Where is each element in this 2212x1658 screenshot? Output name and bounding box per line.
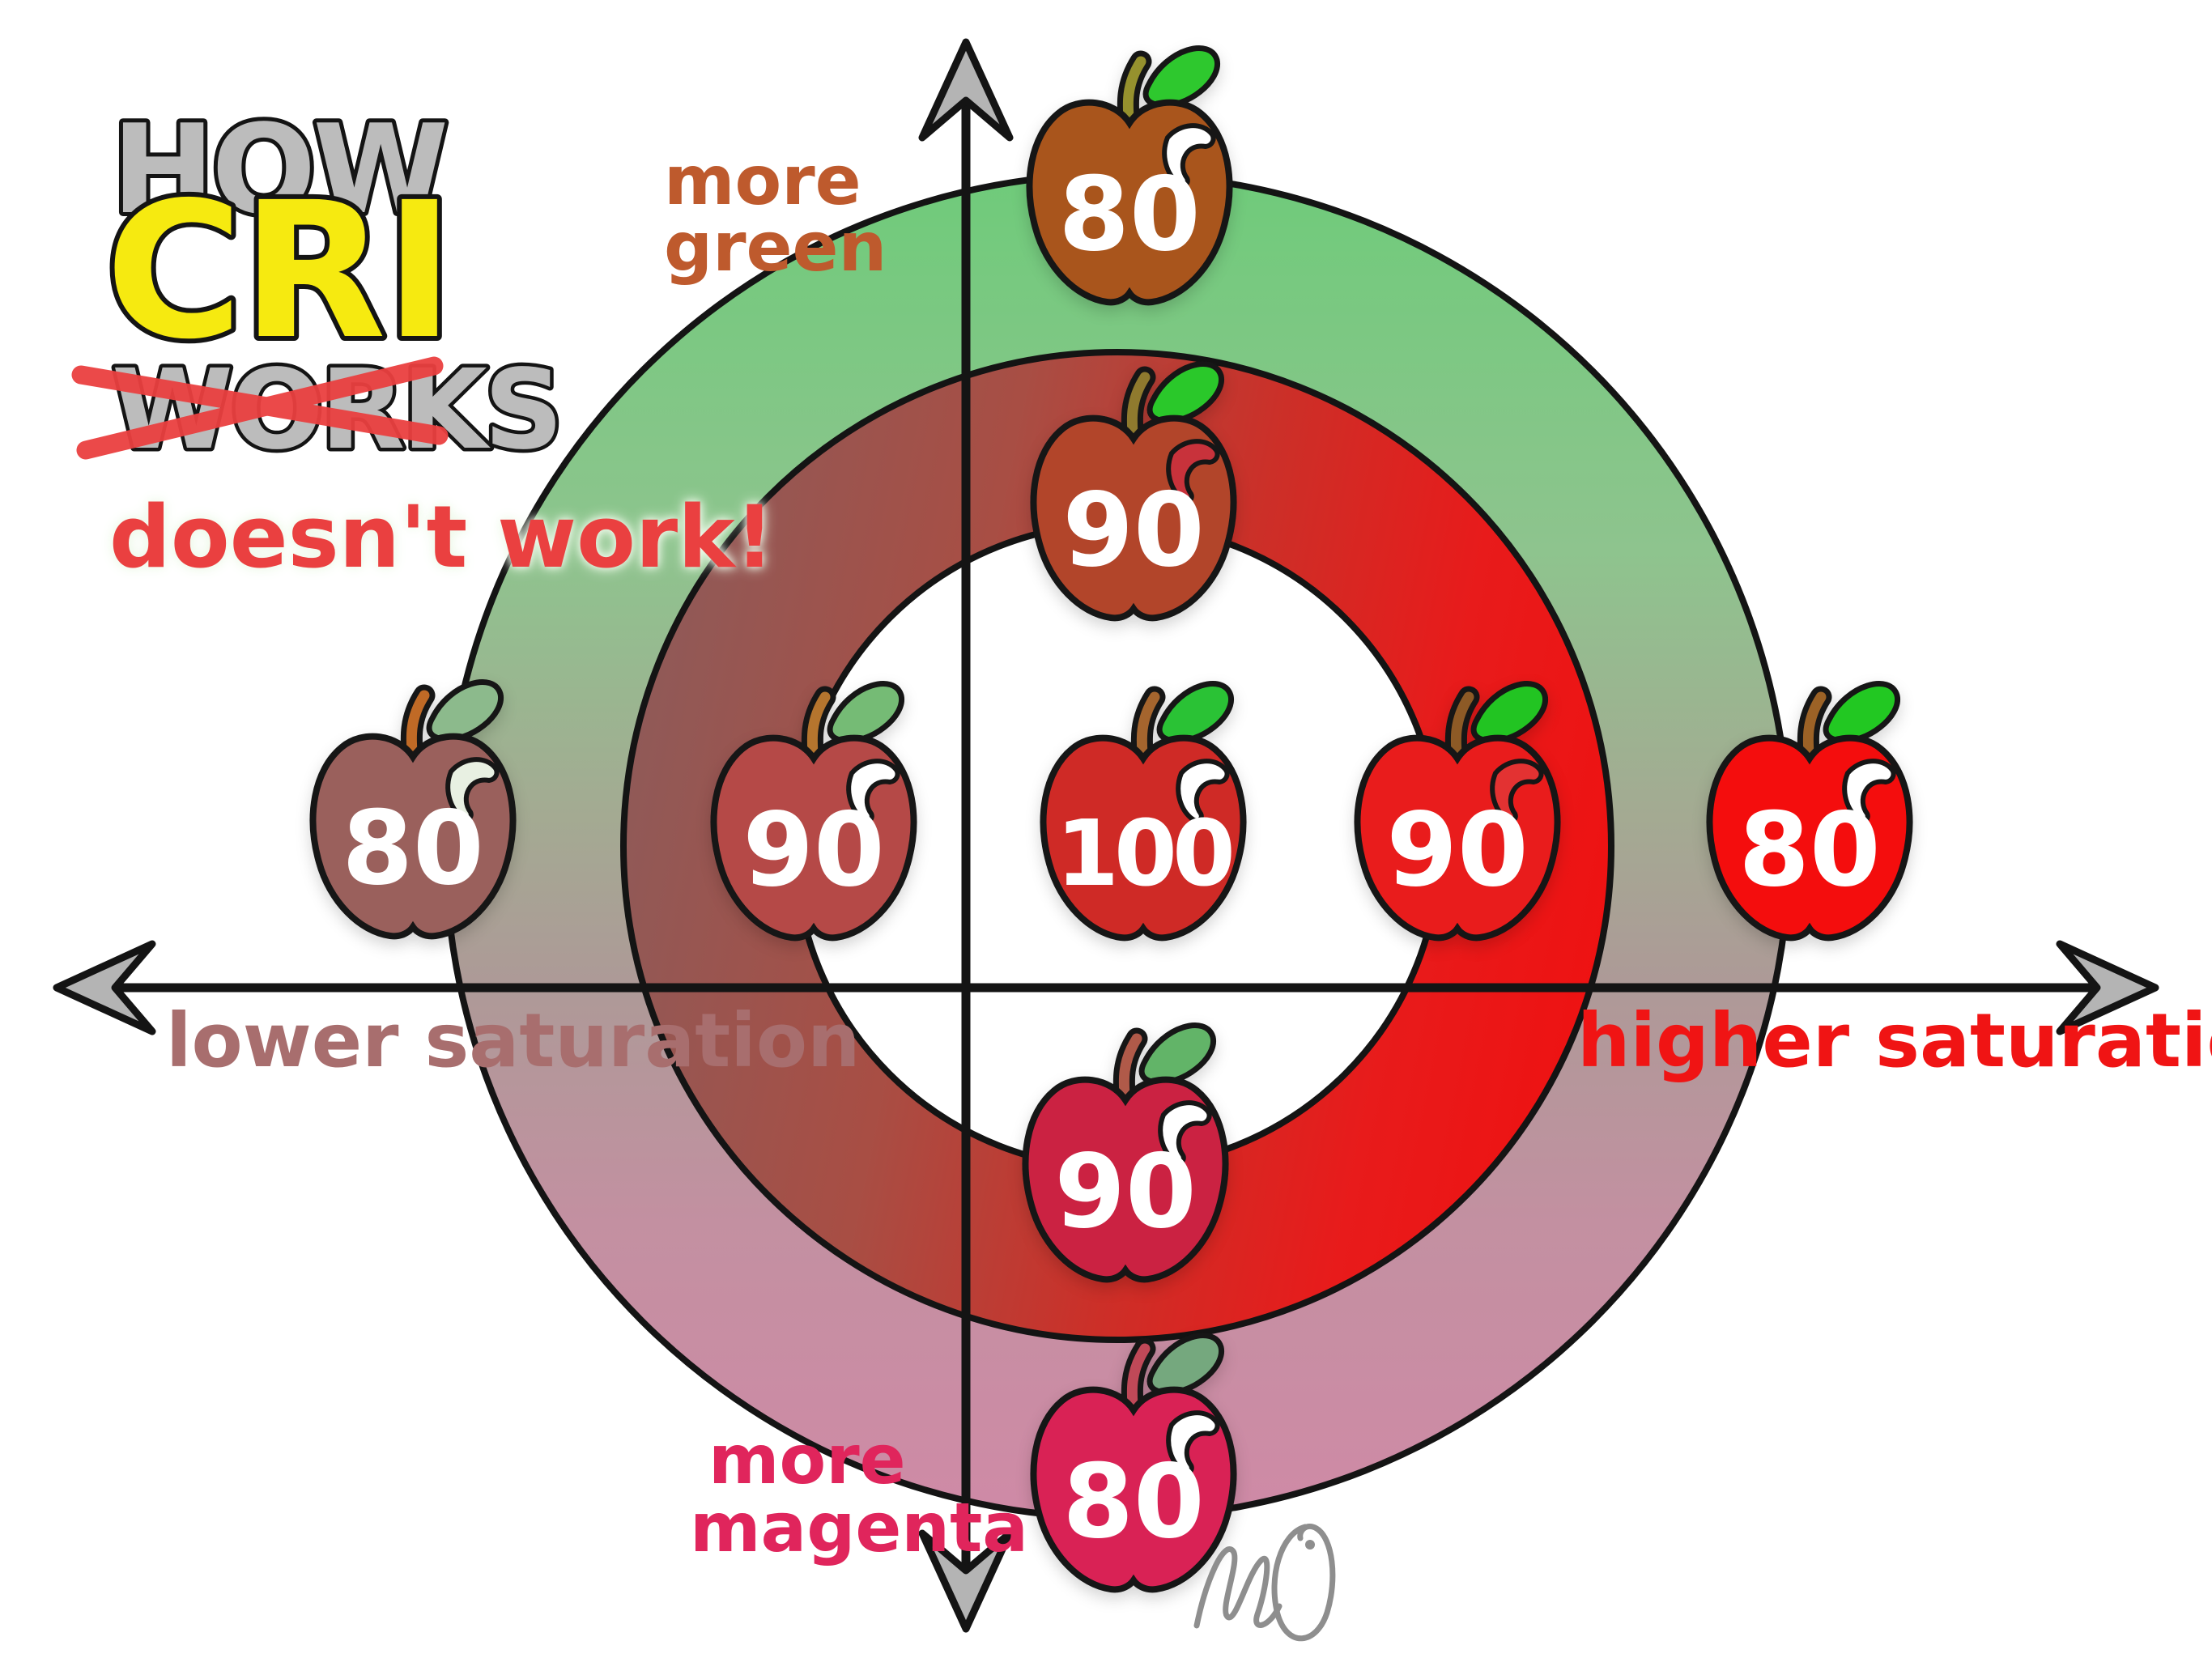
apple-score: 80 bbox=[1738, 790, 1880, 909]
apple-score: 90 bbox=[1054, 1132, 1196, 1251]
title-cri: CRI bbox=[105, 162, 453, 380]
apple-score: 90 bbox=[1062, 470, 1204, 589]
apple-score: 80 bbox=[1058, 155, 1200, 274]
apple-score: 100 bbox=[1056, 801, 1231, 907]
apple-score: 90 bbox=[1386, 790, 1528, 909]
apple-top-inner: 90 bbox=[1034, 364, 1234, 619]
apple-bottom-inner: 90 bbox=[1026, 1026, 1226, 1280]
apple-score: 80 bbox=[1062, 1442, 1204, 1561]
label-more-green-line1: more bbox=[664, 141, 861, 220]
signature-scribble bbox=[1193, 1524, 1336, 1642]
apple-far-right: 80 bbox=[1710, 684, 1910, 938]
apple-bottom-outer: 80 bbox=[1034, 1336, 1234, 1590]
apple-score: 80 bbox=[342, 789, 483, 908]
apple-left-inner: 90 bbox=[714, 684, 914, 938]
apple-center: 100 bbox=[1044, 684, 1244, 938]
title-doesnt-work: doesn't work! bbox=[109, 487, 774, 587]
label-more-magenta-line2: magenta bbox=[690, 1488, 1028, 1567]
label-more-green-line2: green bbox=[664, 207, 887, 287]
works-crossout-icon bbox=[71, 356, 449, 460]
title-how: HOW bbox=[112, 98, 445, 241]
apple-top-outer: 80 bbox=[1030, 49, 1230, 303]
apple-far-left: 80 bbox=[313, 682, 513, 937]
label-more-magenta-line1: more bbox=[708, 1420, 906, 1499]
label-lower-saturation: lower saturation bbox=[166, 997, 861, 1084]
apple-score: 90 bbox=[742, 790, 884, 909]
apples-layer: 80 90 80 90 100 90 80 90 80 bbox=[313, 49, 1910, 1590]
label-higher-saturation: higher saturation bbox=[1577, 997, 2212, 1084]
apple-right-inner: 90 bbox=[1358, 684, 1558, 938]
